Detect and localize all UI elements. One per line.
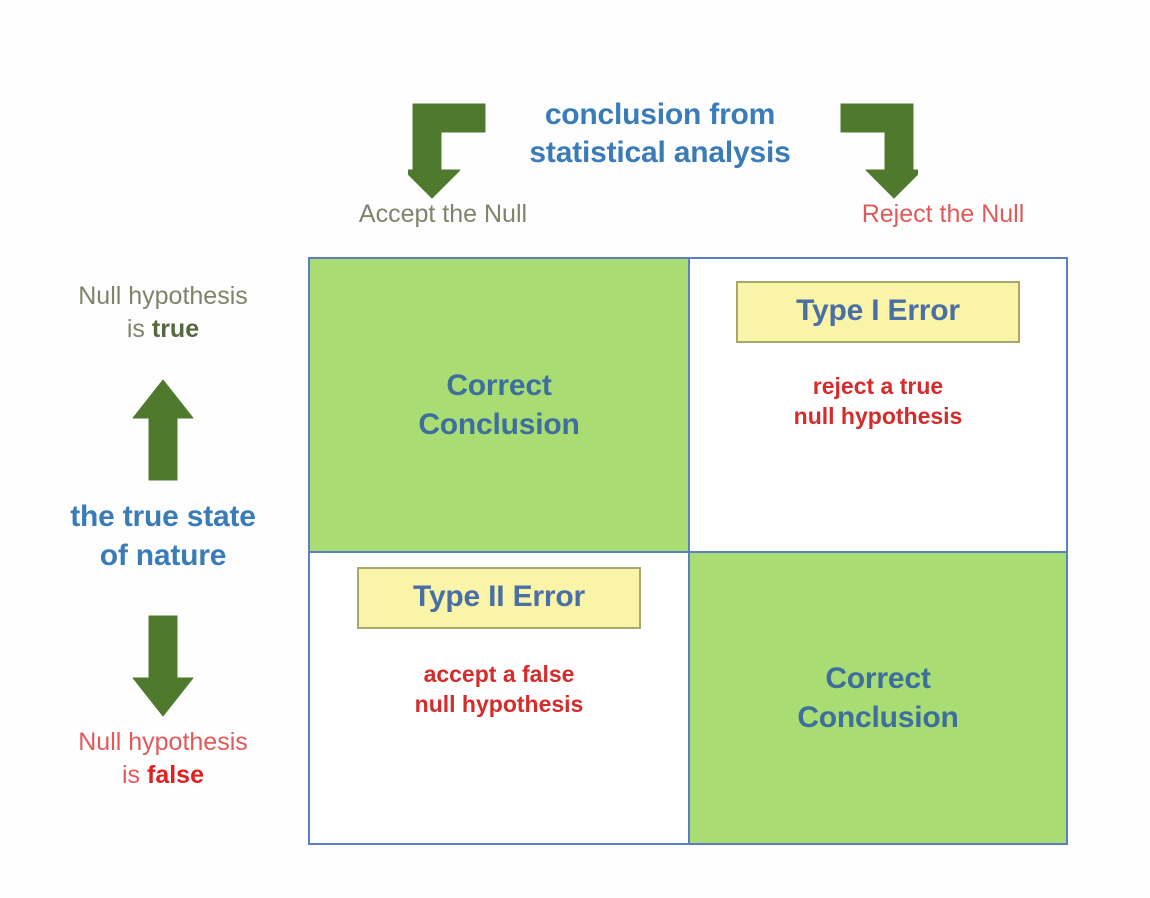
column-label-accept-the-null: Accept the Null [358,200,528,228]
elbow-down-right-arrow [408,103,486,199]
down-arrow [132,615,194,717]
row-label-null-false-emphasis: false [147,761,204,789]
type-i-error-badge: Type I Error [736,281,1020,343]
row-label-null-true-emphasis: true [151,315,200,343]
up-arrow [132,379,194,481]
column-label-reject-the-null: Reject the Null [861,200,1025,228]
type-ii-error-badge: Type II Error [357,567,641,629]
elbow-down-left-arrow [840,103,918,199]
